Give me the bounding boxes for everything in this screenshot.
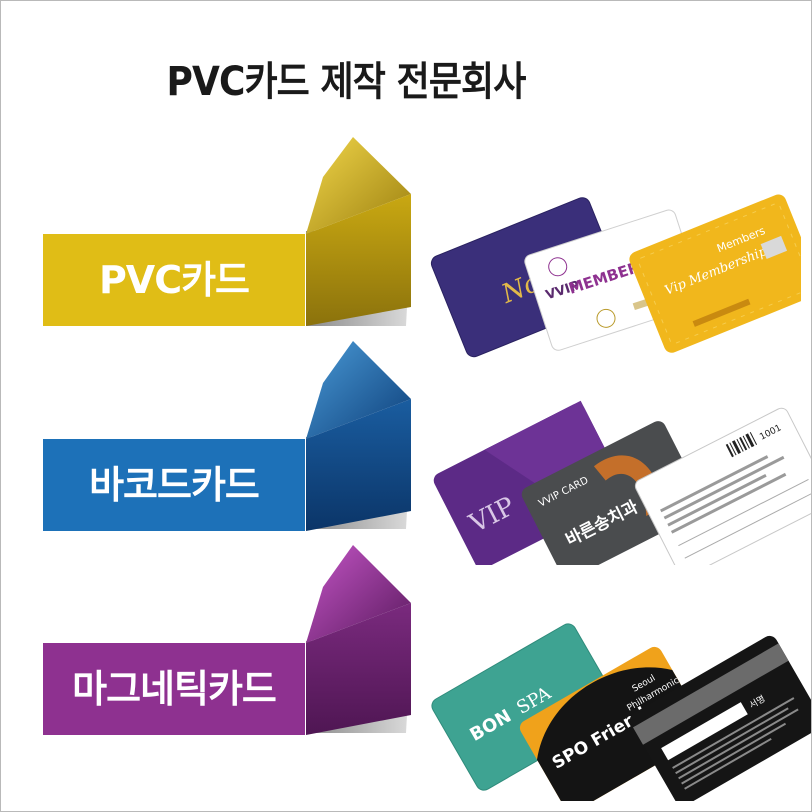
- magnetic-cards: BON SPA SPO Friends Seoul Philharmonic 서…: [421, 591, 811, 801]
- card-vip-membership: Vip Membership Members: [629, 194, 801, 353]
- card-magnetic-back: 서명: [629, 635, 811, 801]
- barcode-ribbon: [43, 341, 411, 531]
- card-barcode-white: 1001: [634, 407, 811, 565]
- section-barcode: 바코드카드 VIP VVIP CARD 바른송치과: [1, 329, 811, 565]
- pvc-ribbon-body: [43, 234, 305, 326]
- pvc-fold-top: [306, 137, 411, 234]
- section-magnetic: 마그네틱카드 BON SPA SPO Friends Seoul Philhar…: [1, 529, 811, 801]
- barcode-fold-top: [306, 341, 411, 439]
- page-title: PVC카드 제작 전문회사: [166, 59, 526, 105]
- section-label-magnetic: 마그네틱카드: [72, 667, 277, 711]
- section-label-pvc: PVC카드: [98, 258, 250, 302]
- barcode-cards: VIP VVIP CARD 바른송치과: [421, 365, 811, 565]
- section-label-barcode: 바코드카드: [89, 463, 260, 507]
- pvc-cards: Noblesse VVIP MEMBERSHIP Vip Membership: [421, 159, 801, 359]
- magnetic-ribbon-body: [43, 643, 305, 735]
- pvc-ribbon: [43, 137, 411, 326]
- card-vvip-dental: VVIP CARD 바른송치과: [521, 421, 706, 565]
- section-pvc: PVC카드 Noblesse VVIP MEMBERSHIP: [1, 129, 811, 358]
- barcode-ribbon-body: [43, 439, 305, 531]
- barcode-fold-side: [306, 399, 411, 531]
- pvc-fold-side: [306, 194, 411, 326]
- magnetic-fold-top: [306, 545, 411, 643]
- magnetic-ribbon: [43, 545, 411, 735]
- card-bon-spa: BON SPA: [431, 623, 621, 791]
- magnetic-fold-side: [306, 603, 411, 735]
